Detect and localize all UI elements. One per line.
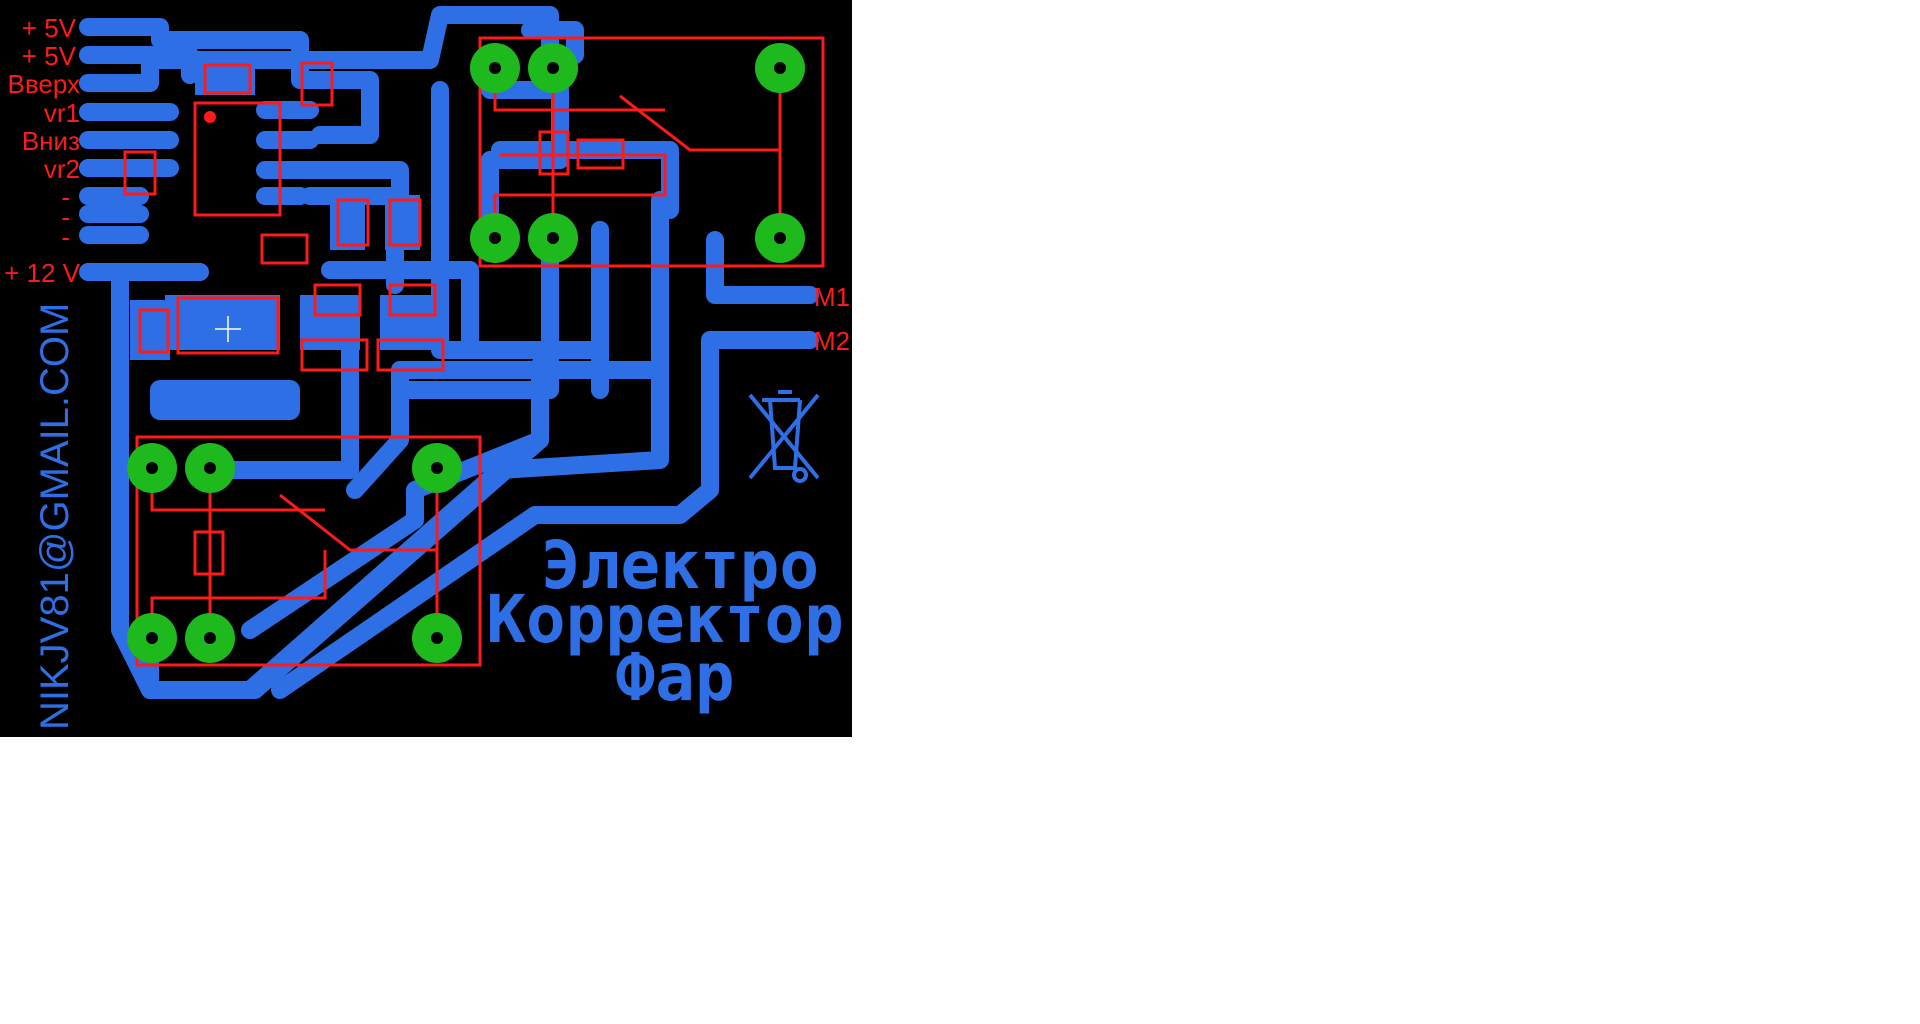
label-vr2: vr2 bbox=[44, 154, 80, 184]
connector-labels: + 5V + 5V Вверх vr1 Вниз vr2 - - - + 12 … bbox=[4, 13, 850, 356]
resistor-r6 bbox=[388, 198, 422, 247]
ic-outline bbox=[193, 101, 282, 217]
recycle-bin-crossed-icon bbox=[748, 390, 820, 483]
label-5v-2: + 5V bbox=[22, 41, 77, 71]
label-5v-1: + 5V bbox=[22, 13, 77, 43]
relay-outline-top bbox=[478, 36, 825, 268]
silkscreen-components bbox=[123, 36, 825, 667]
label-up: Вверх bbox=[8, 69, 81, 99]
through-hole-pads bbox=[127, 43, 805, 663]
resistor-r4 bbox=[260, 233, 309, 265]
relay-outline-bottom bbox=[135, 435, 482, 667]
label-m1: M1 bbox=[814, 282, 850, 312]
title-line-3: Фар bbox=[615, 639, 734, 716]
title-line-2: Корректор bbox=[486, 581, 844, 658]
resistor-r8 bbox=[313, 283, 362, 317]
transistor-q2 bbox=[376, 338, 445, 372]
email-vertical-text: NIKJV81@GMAIL.COM bbox=[33, 303, 77, 730]
resistor-r2 bbox=[300, 61, 334, 107]
ic-pin1-marker bbox=[204, 111, 216, 123]
label-gnd-1: - bbox=[61, 182, 70, 212]
board-title: Электро Корректор Фар bbox=[486, 527, 844, 716]
label-gnd-3: - bbox=[61, 222, 70, 252]
resistor-r9 bbox=[388, 283, 437, 317]
title-line-1: Электро bbox=[541, 527, 819, 604]
transistor-q1 bbox=[300, 338, 369, 372]
label-gnd-2: - bbox=[61, 202, 70, 232]
label-vr1: vr1 bbox=[44, 98, 80, 128]
label-down: Вниз bbox=[22, 126, 80, 156]
resistor-r3 bbox=[123, 150, 157, 196]
resistor-r1 bbox=[203, 63, 252, 95]
regulator-outline bbox=[176, 296, 280, 355]
label-m2: M2 bbox=[814, 326, 850, 356]
resistor-r5 bbox=[336, 198, 370, 247]
label-12v: + 12 V bbox=[4, 258, 81, 288]
resistor-r7 bbox=[138, 308, 170, 354]
